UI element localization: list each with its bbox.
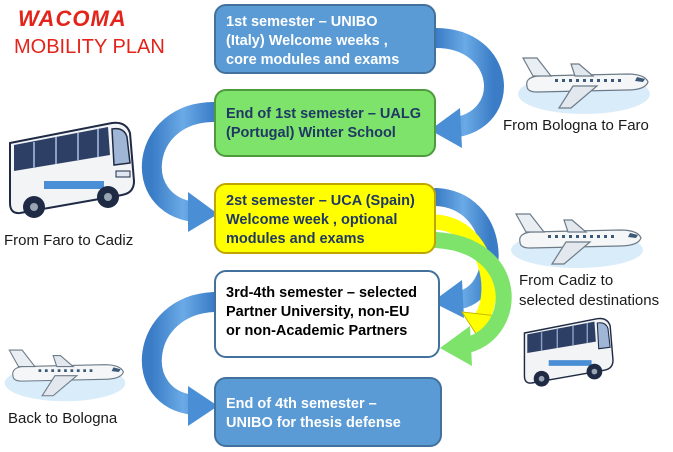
step-4-line-2: Partner University, non-EU [226,304,410,320]
step-box-1: 1st semester – UNIBO (Italy) Welcome wee… [214,4,436,74]
step-box-2: End of 1st semester – UALG (Portugal) Wi… [214,89,436,157]
arrow-box1-to-box2 [426,28,504,148]
airplane-icon [4,349,126,402]
airplane-icon [511,213,643,268]
airplane-icon [518,57,650,114]
bus-icon [523,317,614,387]
step-box-4: 3rd-4th semester – selected Partner Univ… [214,270,440,358]
caption-faro-to-cadiz: From Faro to Cadiz [4,232,134,249]
step-1-line-3: core modules and exams [226,52,400,68]
step-box-5: End of 4th semester – UNIBO for thesis d… [214,377,442,447]
caption-bologna-to-faro: From Bologna to Faro [503,117,649,134]
diagram-subtitle: MOBILITY PLAN [14,36,165,58]
step-1-line-1: 1st semester – UNIBO [226,14,378,30]
caption-back-to-bologna: Back to Bologna [8,410,118,427]
step-3-line-2: Welcome week , optional [226,212,398,228]
arrow-box3-to-box4-green [428,232,512,366]
arrow-box3-to-box4-blue [427,188,499,318]
step-5-line-1: End of 4th semester – [226,396,377,412]
step-5-line-2: UNIBO for thesis defense [226,415,401,431]
caption-cadiz-line-1: From Cadiz to [519,272,614,289]
caption-cadiz-line-2: selected destinations [519,292,660,309]
arrow-box4-to-box5 [141,292,224,426]
step-box-3: 2st semester – UCA (Spain) Welcome week … [214,183,436,254]
step-3-line-1: 2st semester – UCA (Spain) [226,193,415,209]
step-1-line-2: (Italy) Welcome weeks , [226,33,388,49]
arrow-box2-to-box3 [141,102,224,232]
step-4-line-3: or non-Academic Partners [226,323,408,339]
step-2-line-2: (Portugal) Winter School [226,125,396,141]
bus-icon [9,121,136,218]
step-4-line-1: 3rd-4th semester – selected [226,285,418,301]
step-3-line-3: modules and exams [226,231,365,247]
diagram-title: WACOMA [18,6,127,31]
step-2-line-1: End of 1st semester – UALG [226,106,421,122]
